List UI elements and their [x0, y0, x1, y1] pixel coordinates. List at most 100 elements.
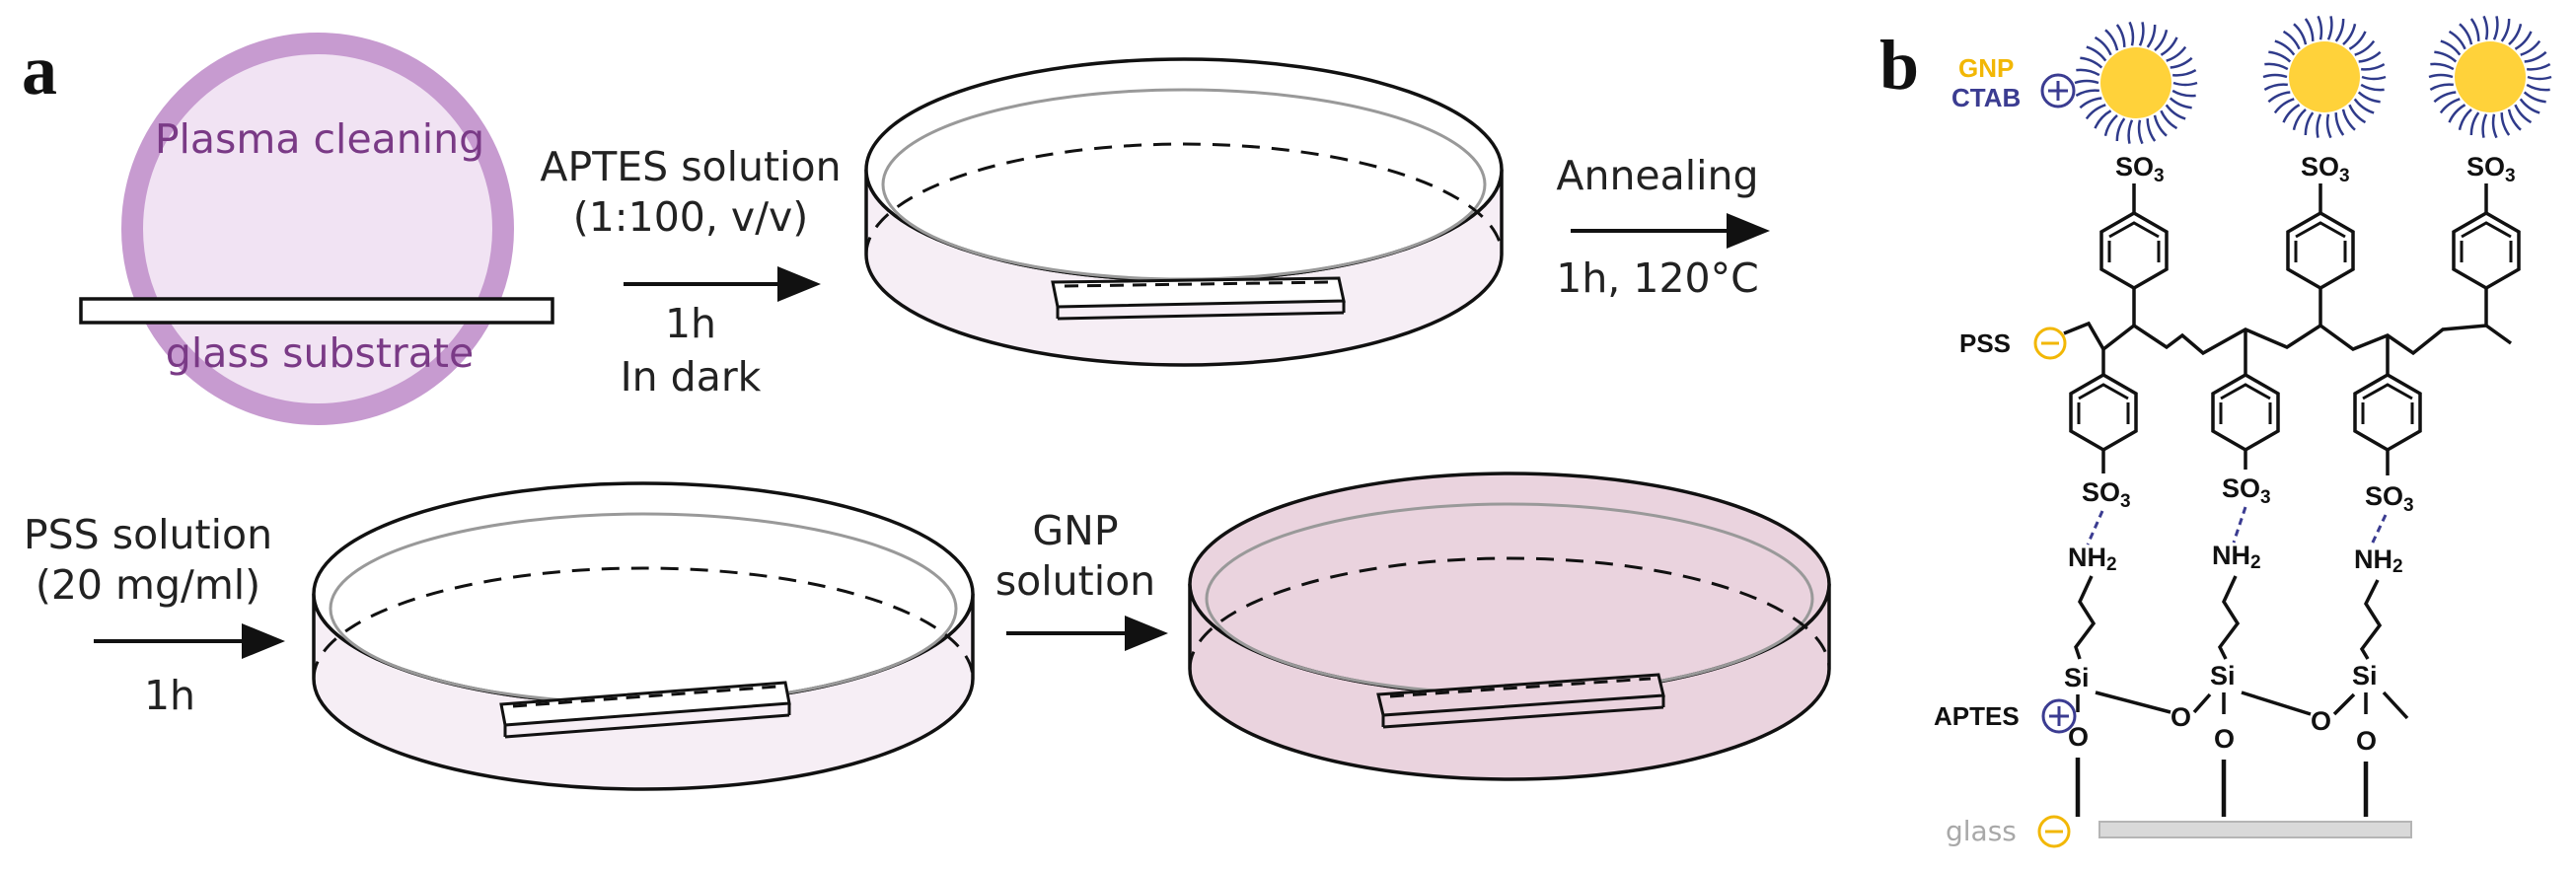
- petri-dish-gnp: [1188, 472, 1831, 781]
- ctab-ray: [2334, 19, 2345, 42]
- gnp-label: GNP: [1032, 507, 1118, 554]
- positive-charge-icon: [2040, 73, 2076, 109]
- ctab-ray: [2439, 98, 2461, 114]
- ctab-ray: [2482, 15, 2489, 40]
- positive-charge-icon: [2041, 698, 2077, 734]
- ctab-ray: [2433, 91, 2457, 104]
- aptes-step-text: APTES solution (1:100, v/v) 1h In dark: [540, 143, 841, 400]
- gold-nanoparticle-icon: [2262, 15, 2387, 139]
- ctab-ray: [2325, 113, 2332, 139]
- ctab-ray: [2076, 68, 2100, 77]
- ctab-ray: [2459, 23, 2473, 45]
- ionic-interactions: [2086, 506, 2388, 547]
- ctab-ray: [2153, 114, 2168, 137]
- annealing-conditions-label: 1h, 120°C: [1556, 254, 1759, 302]
- arrow-1: [624, 266, 821, 302]
- ctab-ray: [2128, 21, 2135, 46]
- propyl-chains: [2074, 575, 2383, 660]
- ctab-ray: [2481, 113, 2488, 138]
- ctab-ray: [2434, 50, 2458, 63]
- ctab-ray: [2361, 75, 2387, 81]
- gnp-solution-label: solution: [995, 557, 1155, 605]
- ctab-ray: [2165, 104, 2186, 120]
- si-label: Si: [2352, 661, 2378, 690]
- aptes-dark-label: In dark: [621, 353, 762, 400]
- top-sulfonate-groups: SO3 SO3 SO3: [2099, 152, 2521, 326]
- glass-substrate-slide: [79, 297, 554, 325]
- ctab-ray: [2500, 112, 2511, 136]
- o-label: O: [2171, 702, 2191, 732]
- pss-backbone: [2063, 321, 2513, 356]
- ctab-ray: [2342, 24, 2357, 46]
- ctab-ray: [2500, 19, 2511, 42]
- gnp-step-text: GNP solution: [995, 507, 1155, 605]
- gnp-core: [2455, 41, 2526, 112]
- ctab-ray: [2079, 97, 2102, 109]
- ctab-ray: [2137, 119, 2144, 145]
- ctab-ray: [2354, 39, 2376, 56]
- ctab-ray: [2085, 104, 2106, 120]
- ctab-ray: [2527, 75, 2552, 81]
- ctab-ray: [2274, 39, 2296, 56]
- ctab-ray: [2115, 24, 2126, 47]
- so3-label: SO3: [2222, 473, 2271, 508]
- plasma-halo: [122, 34, 513, 424]
- ctab-ray: [2160, 109, 2178, 130]
- ctab-ray: [2317, 15, 2323, 40]
- ctab-ray: [2304, 18, 2315, 41]
- plasma-ring: [121, 33, 514, 425]
- glass-tag: glass: [1946, 815, 2017, 847]
- pss-concentration-label: (20 mg/ml): [36, 561, 260, 609]
- ctab-ray: [2360, 83, 2385, 92]
- ctab-ray: [2469, 111, 2480, 135]
- si-label: Si: [2210, 661, 2236, 690]
- pss-solution-label: PSS solution: [24, 511, 272, 558]
- ctab-ray: [2268, 50, 2292, 63]
- ctab-ray: [2326, 16, 2333, 40]
- aptes-tag: APTES: [1934, 701, 2020, 731]
- ctab-ray: [2166, 45, 2187, 62]
- ctab-ray: [2526, 83, 2550, 92]
- gnp-tag: GNP: [1958, 53, 2014, 83]
- ctab-ray: [2154, 30, 2169, 52]
- ctab-ray: [2146, 118, 2157, 142]
- ctab-ray: [2262, 73, 2288, 79]
- ctab-ray: [2448, 30, 2466, 50]
- ctab-ray: [2358, 50, 2382, 63]
- ctab-ray: [2508, 24, 2523, 46]
- ctab-ray: [2080, 56, 2103, 69]
- o-label: O: [2356, 726, 2377, 756]
- ctab-ray: [2429, 83, 2454, 91]
- ctab-ray: [2430, 62, 2455, 71]
- ctab-ray: [2458, 108, 2472, 130]
- so3-label: SO3: [2115, 152, 2165, 186]
- plasma-cleaning-label: Plasma cleaning: [155, 115, 484, 163]
- ctab-ray: [2138, 22, 2145, 46]
- panel-a-label: a: [22, 31, 57, 109]
- ctab-ray: [2520, 39, 2541, 56]
- pss-tag: PSS: [1959, 328, 2011, 358]
- ctab-ray: [2527, 63, 2551, 71]
- annealing-step-text: Annealing 1h, 120°C: [1556, 152, 1759, 302]
- so3-label: SO3: [2301, 152, 2350, 186]
- ctab-ray: [2523, 91, 2546, 104]
- ctab-ray: [2440, 39, 2462, 56]
- panel-b-label: b: [1879, 26, 1919, 105]
- gnp-core: [2100, 47, 2171, 118]
- ctab-ray: [2341, 109, 2356, 131]
- ctab-ray: [2264, 62, 2289, 71]
- nh2-label: NH2: [2212, 541, 2261, 573]
- ctab-ray: [2170, 56, 2193, 69]
- ctab-ray: [2282, 30, 2301, 50]
- ctab-ray: [2104, 29, 2119, 51]
- ctab-ray: [2357, 91, 2381, 104]
- ctab-ray: [2169, 97, 2192, 109]
- nh2-label: NH2: [2354, 545, 2403, 577]
- siloxane-network: Si Si Si O O O O O: [2064, 661, 2409, 817]
- glass-substrate-label: glass substrate: [166, 329, 474, 377]
- ctab-ray: [2524, 50, 2547, 63]
- plasma-cleaning-step: Plasma cleaning glass substrate: [79, 33, 554, 425]
- gold-nanoparticle-icon: [2428, 15, 2552, 139]
- ctab-ray: [2171, 89, 2196, 98]
